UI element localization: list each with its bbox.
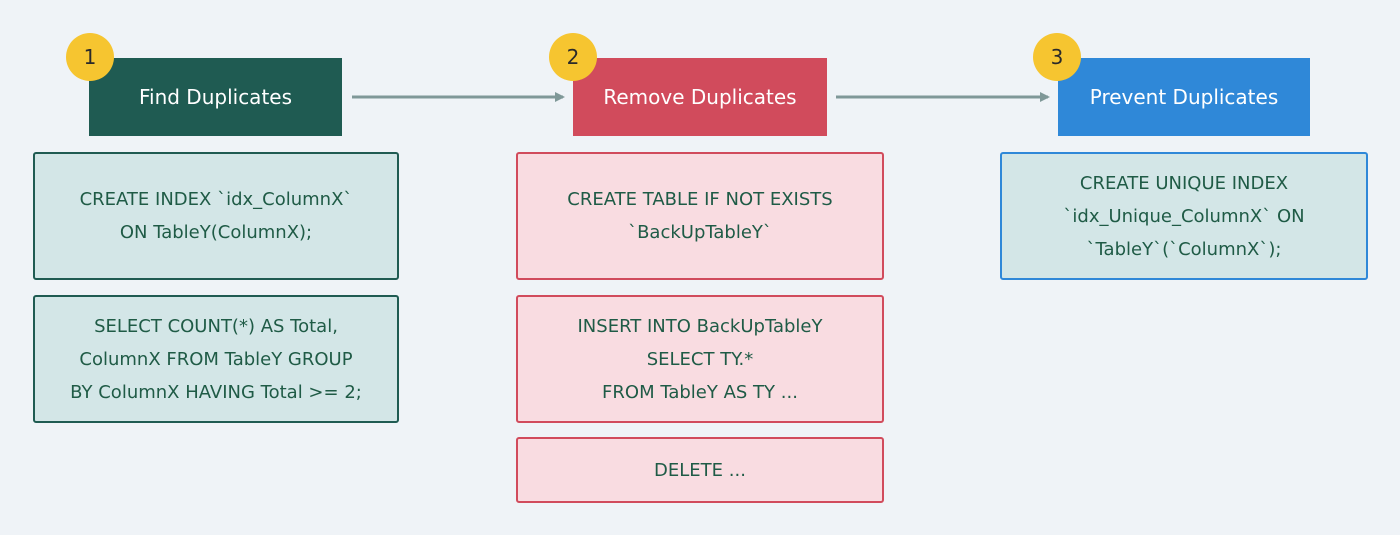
step-2-code-box-insert-into: INSERT INTO BackUpTableY SELECT TY.* FRO… [516, 295, 884, 423]
step-2-number-badge: 2 [549, 33, 597, 81]
step-2-code-box-delete: DELETE ... [516, 437, 884, 503]
step-1-number-badge: 1 [66, 33, 114, 81]
code-text: SELECT COUNT(*) AS Total, ColumnX FROM T… [70, 315, 362, 403]
code-text: DELETE ... [654, 459, 746, 481]
code-text: INSERT INTO BackUpTableY SELECT TY.* FRO… [577, 315, 823, 403]
step-2-remove-duplicates: Remove Duplicates [573, 58, 827, 136]
step-1-code-box-select-count: SELECT COUNT(*) AS Total, ColumnX FROM T… [33, 295, 399, 423]
step-1-code-box-create-index: CREATE INDEX `idx_ColumnX` ON TableY(Col… [33, 152, 399, 280]
step-2-code-box-create-table: CREATE TABLE IF NOT EXISTS `BackUpTableY… [516, 152, 884, 280]
code-text: CREATE UNIQUE INDEX `idx_Unique_ColumnX`… [1063, 172, 1305, 260]
step-3-prevent-duplicates: Prevent Duplicates [1058, 58, 1310, 136]
step-3-number-badge: 3 [1033, 33, 1081, 81]
step-1-find-duplicates: Find Duplicates [89, 58, 342, 136]
code-text: CREATE INDEX `idx_ColumnX` ON TableY(Col… [79, 189, 353, 243]
step-3-code-box-create-unique-index: CREATE UNIQUE INDEX `idx_Unique_ColumnX`… [1000, 152, 1368, 280]
code-text: CREATE TABLE IF NOT EXISTS `BackUpTableY… [567, 189, 833, 243]
